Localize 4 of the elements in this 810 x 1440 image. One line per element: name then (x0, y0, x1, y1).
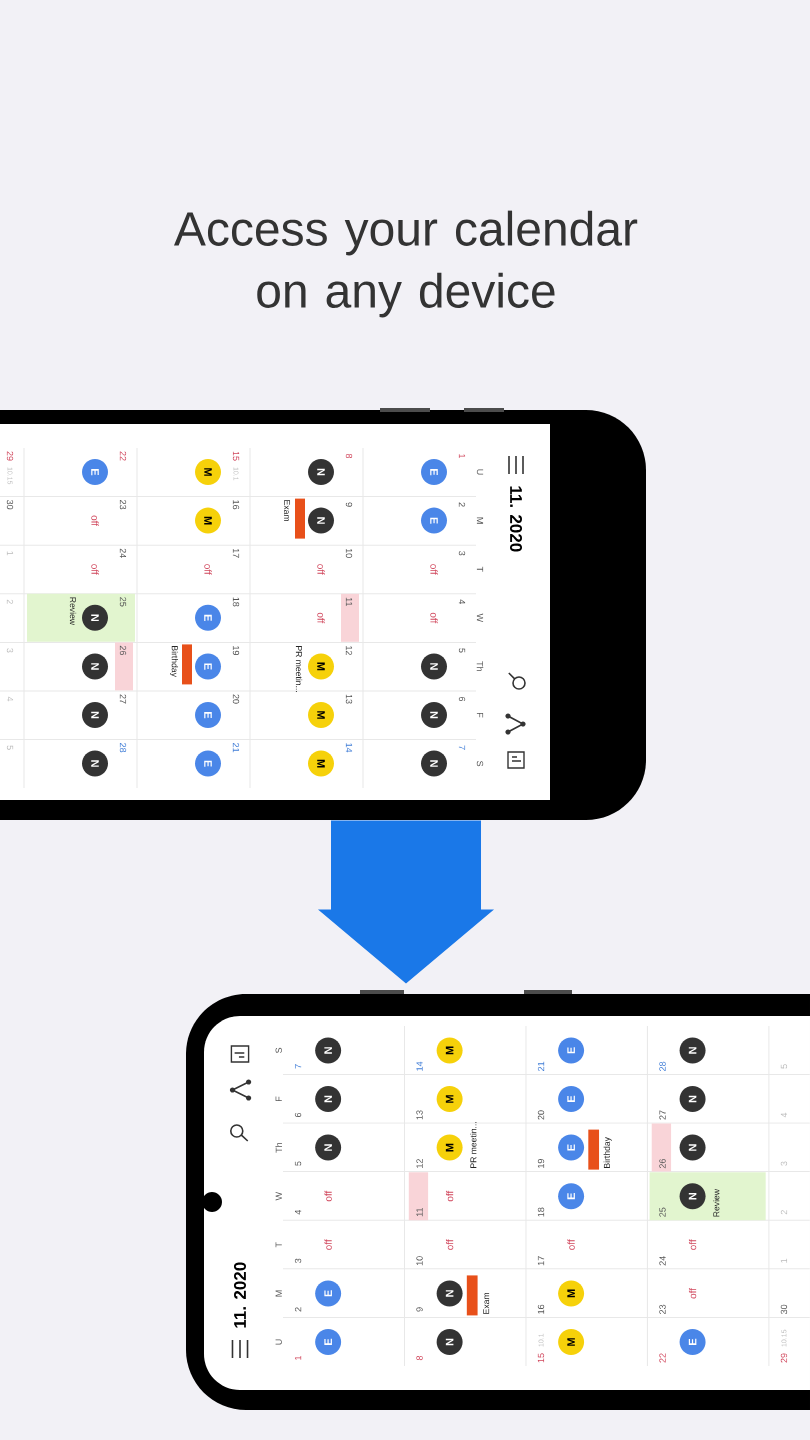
month-title: 11. 2020 (510, 486, 522, 552)
title: Access your calendar on any device (174, 210, 638, 318)
month-title: 11. 2020 (234, 1262, 246, 1328)
arrow (318, 820, 494, 984)
